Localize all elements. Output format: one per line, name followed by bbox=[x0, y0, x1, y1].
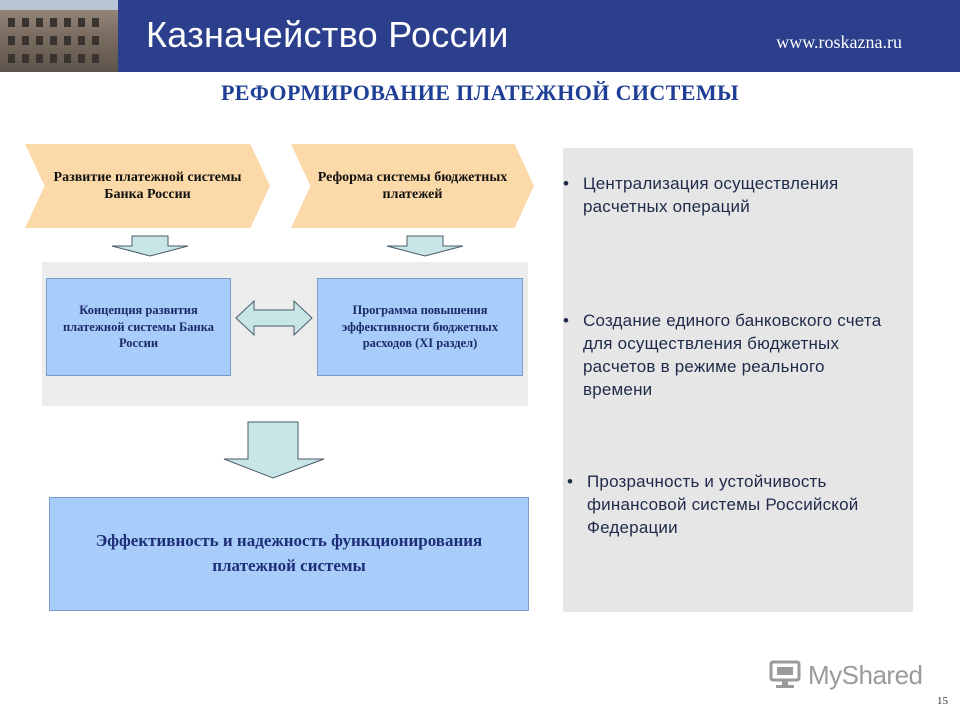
bullet-item: •Создание единого банковского счета для … bbox=[563, 311, 882, 399]
bullet-item: •Централизация осуществления расчетных о… bbox=[563, 174, 839, 216]
header-url[interactable]: www.roskazna.ru bbox=[776, 32, 902, 52]
down-arrow-icon bbox=[386, 235, 464, 257]
logo-text: MyShared bbox=[808, 659, 923, 690]
chevron-budget-reform: Реформа системы бюджетных платежей bbox=[291, 144, 534, 228]
chevron-bank-russia: Развитие платежной системы Банка России bbox=[25, 144, 270, 228]
bullet-text: Прозрачность и устойчивость финансовой с… bbox=[587, 472, 859, 537]
down-arrow-icon bbox=[111, 235, 189, 257]
bullet-text: Централизация осуществления расчетных оп… bbox=[583, 174, 839, 216]
page-number: 15 bbox=[937, 695, 948, 707]
header-bar: Казначейство России www.roskazna.ru bbox=[0, 0, 960, 72]
slide-title: РЕФОРМИРОВАНИЕ ПЛАТЕЖНОЙ СИСТЕМЫ bbox=[220, 80, 740, 105]
program-box: Программа повышения эффективности бюджет… bbox=[317, 278, 523, 376]
monitor-icon bbox=[769, 660, 801, 688]
header-title: Казначейство России bbox=[146, 14, 509, 55]
goals-panel bbox=[563, 148, 913, 612]
myshared-logo: MyShared bbox=[768, 658, 923, 692]
building-photo bbox=[0, 0, 118, 72]
bullet-text: Создание единого банковского счета для о… bbox=[583, 311, 882, 399]
double-arrow-icon bbox=[235, 299, 313, 337]
bullet-item: •Прозрачность и устойчивость финансовой … bbox=[567, 472, 859, 537]
big-down-arrow-icon bbox=[223, 421, 325, 479]
result-box: Эффективность и надежность функционирова… bbox=[49, 497, 529, 611]
concept-box: Концепция развития платежной системы Бан… bbox=[46, 278, 231, 376]
